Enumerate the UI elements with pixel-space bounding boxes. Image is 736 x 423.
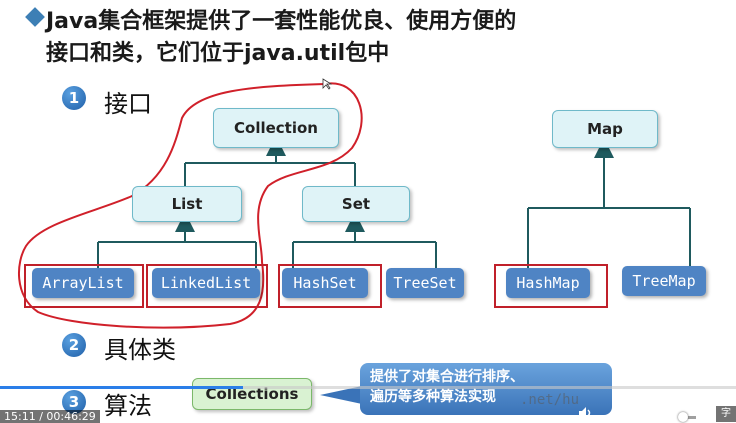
interface-set: Set	[302, 186, 410, 222]
section-label-classes: 具体类	[104, 336, 176, 364]
interface-map: Map	[552, 110, 658, 148]
callout-line-1: 提供了对集合进行排序、	[370, 369, 524, 385]
highlight-frame-linkedlist	[146, 264, 268, 308]
interface-collection: Collection	[213, 108, 339, 148]
class-arraylist: ArrayList	[32, 268, 134, 298]
seek-bar[interactable]	[0, 386, 736, 389]
callout-bubble: 提供了对集合进行排序、 遍历等多种算法实现	[360, 363, 612, 415]
class-treemap: TreeMap	[622, 266, 706, 296]
volume-level[interactable]	[606, 416, 683, 419]
section-label-algorithms: 算法	[104, 392, 152, 420]
section-number-1: 1	[62, 86, 86, 110]
video-player-controls: 15:11 / 00:46:29 字	[0, 380, 736, 423]
highlight-frame-arraylist	[24, 264, 144, 308]
class-linkedlist: LinkedList	[152, 268, 260, 298]
volume-icon[interactable]	[578, 406, 594, 420]
interface-list: List	[132, 186, 242, 222]
heading-line-2: 接口和类，它们位于java.util包中	[46, 41, 390, 66]
highlight-frame-hashmap	[494, 264, 608, 308]
freehand-annotation	[17, 82, 363, 329]
callout-line-2: 遍历等多种算法实现	[370, 389, 496, 405]
callout-pointer	[320, 386, 362, 404]
volume-slider-handle[interactable]	[677, 412, 688, 422]
heading-line-1: Java集合框架提供了一套性能优良、使用方便的	[46, 9, 517, 34]
class-treeset: TreeSet	[386, 268, 464, 298]
subtitle-button[interactable]: 字	[716, 406, 736, 422]
seek-bar-played[interactable]	[0, 386, 243, 389]
playback-time: 15:11 / 00:46:29	[0, 410, 100, 423]
mouse-cursor-icon	[322, 78, 332, 90]
section-number-2: 2	[62, 333, 86, 357]
highlight-frame-hashset	[278, 264, 382, 308]
class-hashset: HashSet	[282, 268, 368, 298]
section-label-interfaces: 接口	[104, 90, 152, 118]
class-hashmap: HashMap	[506, 268, 590, 298]
slide-heading: Java集合框架提供了一套性能优良、使用方便的 接口和类，它们位于java.ut…	[46, 6, 726, 70]
algorithm-collections: Collections	[192, 378, 312, 410]
site-watermark: .net/hu	[520, 392, 580, 408]
